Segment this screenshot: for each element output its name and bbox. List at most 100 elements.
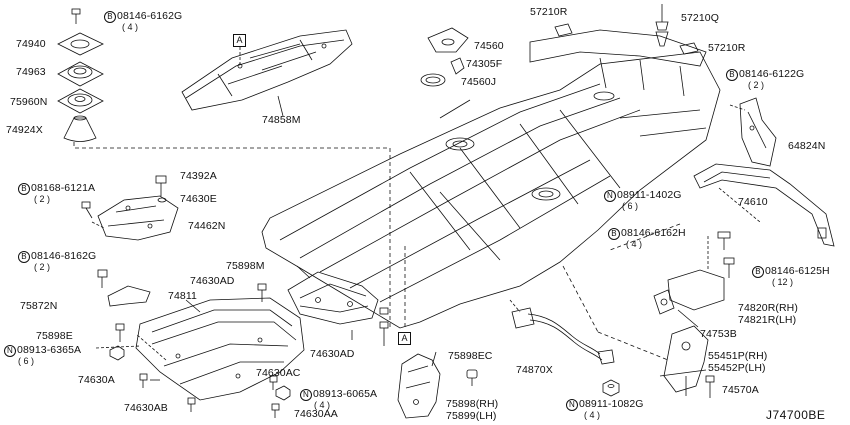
label-57210R-top: 57210R: [530, 6, 568, 18]
label-74560J: 74560J: [461, 76, 497, 88]
bolt-74630AD-mid: [379, 321, 389, 346]
label-74940: 74940: [16, 38, 46, 50]
bolt-08146-8162G: [97, 269, 108, 288]
label-55451P: 55451P(RH): [708, 350, 768, 362]
leader-74753B: [677, 309, 699, 328]
bolt-75898E: [115, 323, 125, 342]
label-74870X: 74870X: [516, 364, 553, 376]
qty-08146-6162G: ( 4 ): [122, 22, 139, 32]
label-74560: 74560: [474, 40, 504, 52]
bolt-75898EC: [466, 369, 478, 386]
part-75960N-pad: [57, 88, 104, 114]
bolt-74630AD-left: [257, 283, 267, 302]
part-74560-mount: [427, 27, 469, 53]
part-55451P-mount: [659, 325, 709, 396]
label-75872N: 75872N: [20, 300, 58, 312]
bolt-top-left: [71, 8, 81, 24]
part-74560J-ring: [420, 73, 446, 87]
nut-08913-6365A: [109, 345, 125, 361]
label-75898E: 75898E: [36, 330, 73, 342]
qty-08913-6065A: ( 4 ): [314, 400, 331, 410]
leader-74560: [439, 99, 471, 119]
label-57210Q: 57210Q: [681, 12, 719, 24]
label-74570A: 74570A: [722, 384, 759, 396]
part-75872N-bracket: [107, 285, 151, 307]
bolt-74630AA: [271, 403, 280, 418]
part-57210Q-fastener: [655, 4, 669, 47]
label-74630E: 74630E: [180, 193, 217, 205]
floor-panel-main: [261, 29, 721, 329]
part-64824N-bracket: [739, 97, 777, 167]
leader-75898M: [296, 265, 311, 279]
part-74305F-clip: [450, 57, 465, 75]
leader-dashed-lower: [562, 265, 599, 333]
leader-dashed-mount: [597, 331, 669, 361]
part-75898M-bracket: [287, 271, 379, 325]
part-74462N-bracket: [97, 195, 179, 241]
leader-74858M: [277, 95, 284, 117]
part-57210R-right-pad: [679, 42, 699, 55]
leader-dashed-left-box: [73, 142, 391, 330]
part-74963-pad: [57, 61, 104, 87]
qty-08146-6125H: ( 12 ): [772, 277, 794, 287]
part-74811-undercover: [135, 297, 305, 401]
leader-dashed-right: [718, 187, 761, 223]
label-74610: 74610: [738, 196, 768, 208]
washer-74630E: [157, 197, 167, 203]
label-74753B: 74753B: [700, 328, 737, 340]
qty-08911-1082G: ( 4 ): [584, 410, 601, 420]
label-74924X: 74924X: [6, 124, 43, 136]
label-75899LH: 75899(LH): [446, 410, 497, 422]
qty-08146-6162H: ( 4 ): [626, 239, 643, 249]
qty-08146-8162G: ( 2 ): [34, 262, 51, 272]
label-74630AD-left: 74630AD: [190, 275, 235, 287]
ref-marker-A-top: A: [233, 34, 246, 47]
label-74811: 74811: [168, 290, 197, 302]
label-74392A: 74392A: [180, 170, 217, 182]
label-74305F: 74305F: [466, 58, 503, 70]
qty-08913-6365A: ( 6 ): [18, 356, 35, 366]
label-74630AA: 74630AA: [294, 408, 338, 420]
part-75898RH-bracket: [397, 351, 441, 419]
leader-08168: [91, 221, 105, 229]
nut-08913-6065A: [275, 385, 291, 401]
label-74630AB: 74630AB: [124, 402, 168, 414]
label-55452P: 55452P(LH): [708, 362, 766, 374]
label-75898RH: 75898(RH): [446, 398, 499, 410]
leader-08146-6122G: [729, 104, 746, 111]
part-74870X-cable: [509, 299, 615, 365]
ref-marker-A-center: A: [398, 332, 411, 345]
label-74630AC: 74630AC: [256, 367, 301, 379]
nut-center: [379, 307, 389, 315]
leader-dashed-lower-right: [609, 223, 681, 251]
bolt-74630A: [139, 373, 148, 388]
leader-74811: [185, 299, 201, 313]
diagram-code: J74700BE: [766, 408, 826, 422]
label-64824N: 64824N: [788, 140, 826, 152]
part-74610-member: [693, 163, 835, 247]
bolt-74570A: [705, 375, 715, 398]
label-74630A: 74630A: [78, 374, 115, 386]
qty-08146-6122G: ( 2 ): [748, 80, 765, 90]
part-74940-pad: [57, 32, 104, 56]
label-74858M: 74858M: [262, 114, 301, 126]
qty-08911-1402G: ( 6 ): [622, 201, 639, 211]
label-75960N: 75960N: [10, 96, 48, 108]
part-74924X-cone: [63, 115, 97, 142]
part-57210R-top-pad: [554, 23, 573, 37]
leader-left-dashed: [135, 333, 167, 361]
part-74820R-bracket: [653, 231, 735, 315]
label-74821R: 74821R(LH): [738, 314, 797, 326]
label-75898M: 75898M: [226, 260, 265, 272]
